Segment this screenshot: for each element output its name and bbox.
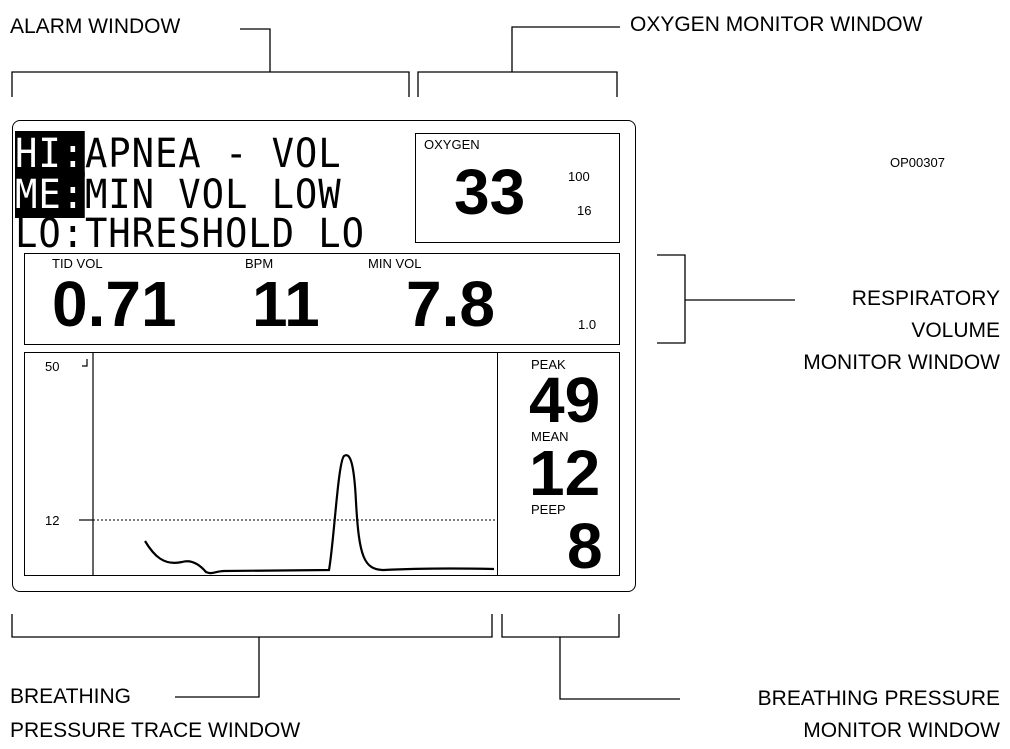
oxygen-limit-low: 16 xyxy=(577,203,592,218)
alarm-me-text: MIN VOL LOW xyxy=(84,172,342,218)
alarm-hi-row: HI:APNEA - VOL xyxy=(15,131,342,177)
alarm-hi-text: APNEA - VOL xyxy=(84,131,342,177)
alarm-hi-tag: HI: xyxy=(15,131,85,177)
callout-breathing-pressure-line1: BREATHING PRESSURE xyxy=(757,687,1000,710)
alarm-window-leader xyxy=(240,28,271,72)
document-id: OP00307 xyxy=(890,155,945,170)
peep-value: 8 xyxy=(567,510,603,582)
trace-y-mean-label: 12 xyxy=(45,513,60,528)
oxygen-monitor-window xyxy=(415,133,620,243)
pressure-window-bracket xyxy=(501,614,620,638)
pressure-waveform xyxy=(144,454,495,575)
min-vol-limit: 1.0 xyxy=(578,317,597,332)
mean-value: 12 xyxy=(529,437,601,509)
peak-value: 49 xyxy=(529,364,601,436)
callout-oxygen-monitor-window: OXYGEN MONITOR WINDOW xyxy=(630,13,923,36)
callout-alarm-window: ALARM WINDOW xyxy=(10,15,181,38)
bpm-label: BPM xyxy=(245,256,274,271)
oxygen-window-leader xyxy=(511,26,620,72)
pressure-window-leader xyxy=(559,637,680,700)
alarm-lo-tag: LO: xyxy=(15,211,85,257)
ventilator-screen xyxy=(12,120,636,592)
callout-respiratory-volume-line1: RESPIRATORY xyxy=(851,287,1000,310)
alarm-lo-text: THRESHOLD LO xyxy=(84,211,365,257)
alarm-lo-row: LO:THRESHOLD LO xyxy=(15,214,365,254)
callout-breathing-trace-line1: BREATHING xyxy=(10,685,131,708)
peak-label: PEAK xyxy=(531,357,566,372)
callout-respiratory-volume-line2: VOLUME xyxy=(911,319,1000,342)
breathing-pressure-monitor-window xyxy=(497,352,620,576)
callout-breathing-pressure-line2: MONITOR WINDOW xyxy=(803,719,1000,742)
callout-respiratory-volume-line3: MONITOR WINDOW xyxy=(803,351,1000,374)
oxygen-limit-high: 100 xyxy=(568,169,590,184)
oxygen-value: 33 xyxy=(454,156,526,228)
tid-vol-label: TID VOL xyxy=(52,256,103,271)
trace-window-bracket xyxy=(11,614,493,638)
respiratory-window-bracket xyxy=(657,254,686,344)
trace-window-leader xyxy=(175,637,260,698)
bpm-value: 11 xyxy=(252,268,320,340)
peep-label: PEEP xyxy=(531,502,566,517)
trace-y-top-label: 50 xyxy=(45,359,60,374)
min-vol-label: MIN VOL xyxy=(368,256,422,271)
oxygen-window-bracket xyxy=(417,71,618,97)
alarm-window-bracket xyxy=(11,71,410,97)
oxygen-label: OXYGEN xyxy=(424,137,480,152)
callout-breathing-trace-line2: PRESSURE TRACE WINDOW xyxy=(10,719,301,742)
alarm-me-tag: ME: xyxy=(15,172,85,218)
tid-vol-value: 0.71 xyxy=(52,268,177,340)
alarm-me-row: ME:MIN VOL LOW xyxy=(15,172,342,218)
mean-label: MEAN xyxy=(531,429,569,444)
respiratory-volume-window xyxy=(24,253,620,345)
min-vol-value: 7.8 xyxy=(406,268,495,340)
pressure-trace-plot xyxy=(79,352,496,576)
trace-top-tick xyxy=(82,359,88,367)
